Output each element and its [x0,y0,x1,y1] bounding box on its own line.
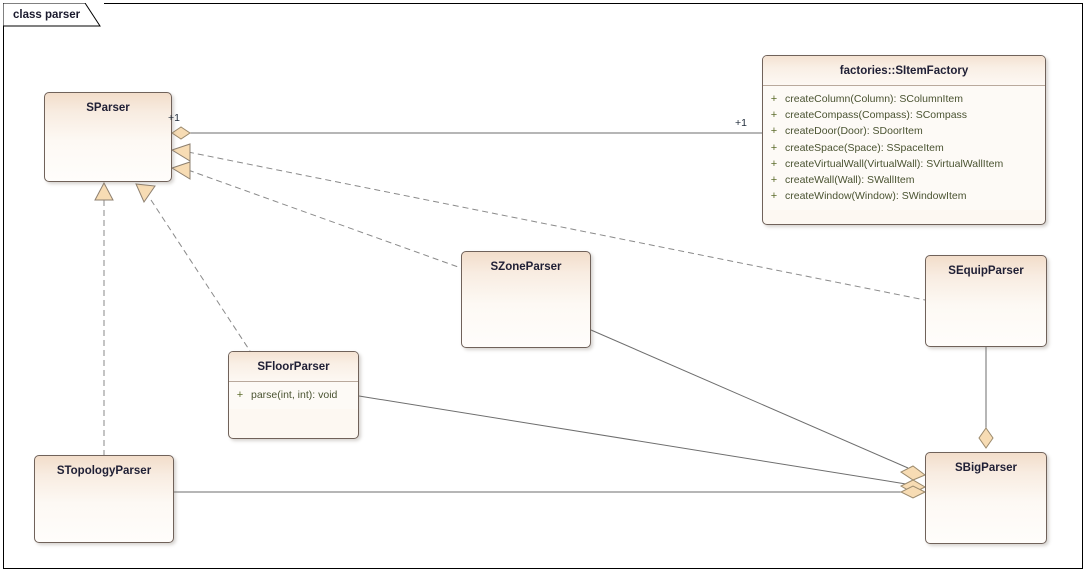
operations-compartment-sfloorparser: + parse(int, int): void [229,382,358,410]
operations-compartment-sitemfactory: + createColumn(Column): SColumnItem + cr… [763,86,1045,211]
visibility-marker: + [770,174,778,187]
class-name-szoneparser: SZoneParser [490,261,562,273]
operation-signature: createColumn(Column): SColumnItem [785,93,963,105]
operation-signature: createCompass(Compass): SCompass [785,109,968,122]
class-name-sbigparser: SBigParser [954,462,1017,474]
operation-row[interactable]: + createCompass(Compass): SCompass [763,107,1045,123]
visibility-marker: + [770,157,778,170]
operation-row[interactable]: + createSpace(Space): SSpaceItem [763,140,1045,156]
multiplicity-label-sitemfactory-end: +1 [735,117,747,129]
class-name-sitemfactory: factories::SItemFactory [763,56,1045,86]
class-box-szoneparser[interactable]: SZoneParser [461,251,591,348]
operation-signature: createSpace(Space): SSpaceItem [785,141,944,154]
class-box-sitemfactory[interactable]: factories::SItemFactory + createColumn(C… [762,55,1046,225]
visibility-marker: + [770,141,778,154]
frame-tab-label: class parser [13,8,81,21]
visibility-marker: + [770,190,778,203]
frame-tab-shape [3,3,101,27]
operation-signature: createVirtualWall(VirtualWall): SVirtual… [785,157,1004,170]
visibility-marker: + [770,125,778,138]
operation-row[interactable]: + createVirtualWall(VirtualWall): SVirtu… [763,156,1045,172]
operation-row[interactable]: + createWall(Wall): SWallItem [763,172,1045,188]
diagram-frame [3,3,1083,569]
visibility-marker: + [770,93,778,105]
visibility-marker: + [236,389,244,401]
multiplicity-label-sparser-end: +1 [168,112,180,124]
diagram-frame-tab: class parser [3,3,105,27]
class-box-stopologyparser[interactable]: STopologyParser [34,455,174,543]
operation-row[interactable]: + createWindow(Window): SWindowItem [763,188,1045,204]
class-name-stopologyparser: STopologyParser [56,465,152,477]
operation-signature: createWindow(Window): SWindowItem [785,190,967,203]
operation-signature: createDoor(Door): SDoorItem [785,125,923,138]
class-box-sequipparser[interactable]: SEquipParser [925,255,1047,347]
operation-row[interactable]: + createDoor(Door): SDoorItem [763,123,1045,139]
class-name-sequipparser: SEquipParser [948,265,1024,277]
class-box-sparser[interactable]: SParser [44,92,172,182]
operation-signature: parse(int, int): void [251,389,338,401]
class-box-sbigparser[interactable]: SBigParser [925,452,1047,544]
class-name-sfloorparser: SFloorParser [229,352,358,382]
operation-signature: createWall(Wall): SWallItem [785,174,915,187]
class-box-sfloorparser[interactable]: SFloorParser + parse(int, int): void [228,351,359,439]
operation-row[interactable]: + parse(int, int): void [229,387,358,403]
class-name-sparser: SParser [86,102,130,114]
visibility-marker: + [770,109,778,122]
operation-row[interactable]: + createColumn(Column): SColumnItem [763,91,1045,107]
